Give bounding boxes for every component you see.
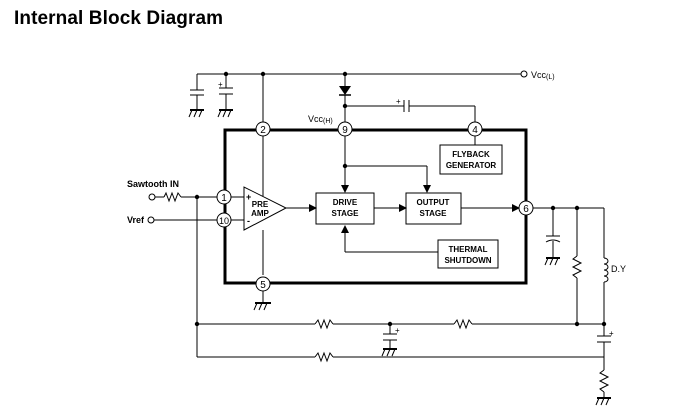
pin-6-label: 6	[523, 204, 529, 215]
pin-10-label: 10	[219, 216, 229, 226]
polarity-mark: +	[218, 80, 223, 89]
pin-6	[518, 200, 534, 216]
vccl-terminal	[520, 70, 528, 78]
pin-1	[216, 189, 232, 205]
polarity-mark: +	[396, 97, 401, 106]
drive-stage-label: STAGE	[332, 209, 360, 218]
pin-2-label: 2	[260, 125, 266, 136]
vref-terminal	[147, 216, 155, 224]
pin-9	[337, 121, 353, 137]
flyback-generator-label: GENERATOR	[446, 161, 497, 170]
pin-4-label: 4	[472, 125, 478, 136]
polarity-mark: +	[395, 326, 400, 335]
ground-symbols	[188, 109, 611, 406]
sawtooth-in-label: Sawtooth IN	[127, 179, 179, 189]
vccl-label: Vcc(L)	[531, 70, 555, 81]
pin-2	[255, 121, 271, 137]
amp-plus-sign: +	[246, 192, 251, 202]
flyback-generator-label: FLYBACK	[452, 150, 490, 159]
yoke-label: D.Y	[611, 264, 626, 274]
pin-5	[255, 276, 271, 292]
thermal-shutdown-label: THERMAL	[448, 245, 487, 254]
junction-dots	[194, 71, 607, 327]
sawtooth-terminal	[148, 193, 156, 201]
output-stage-label: STAGE	[420, 209, 448, 218]
pin-4	[467, 121, 483, 137]
amp-minus-sign: -	[247, 216, 250, 226]
drive-stage-label: DRIVE	[333, 198, 358, 207]
preamp-label: AMP	[251, 209, 269, 218]
pin-10	[216, 212, 232, 228]
polarity-mark: +	[609, 329, 614, 338]
page-title: Internal Block Diagram	[14, 8, 224, 29]
output-stage-label: OUTPUT	[417, 198, 450, 207]
pins: 1 2 4 5 6 9 10	[216, 121, 534, 292]
pin-1-label: 1	[221, 193, 227, 204]
pin-5-label: 5	[260, 280, 266, 291]
vcch-label: Vcc(H)	[308, 114, 333, 125]
preamp-label: PRE	[252, 200, 269, 209]
vref-label: Vref	[127, 215, 145, 225]
pin-9-label: 9	[342, 125, 348, 136]
thermal-shutdown-label: SHUTDOWN	[444, 256, 491, 265]
